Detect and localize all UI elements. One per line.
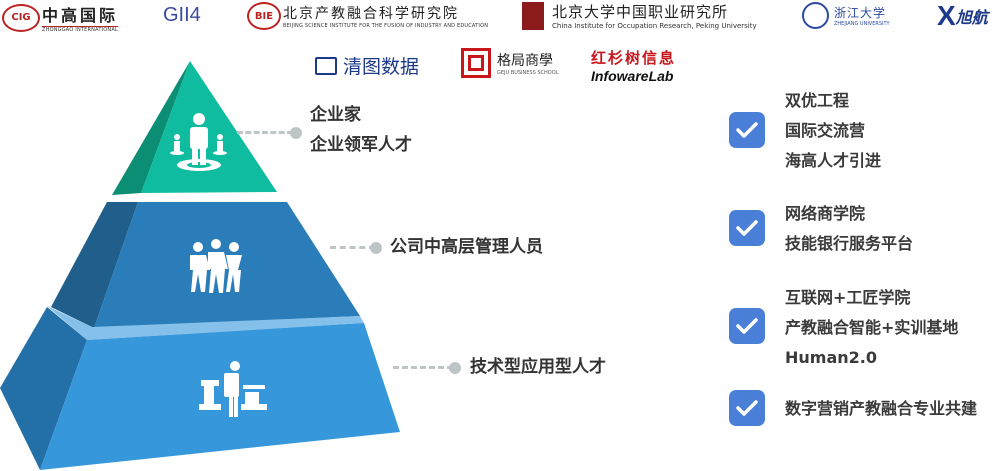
tier-label-line: 企业领军人才 — [310, 135, 412, 155]
qingtu-name: 清图数据 — [343, 56, 420, 78]
checklist-item: 互联网+工匠学院 产教融合智能+实训基地 Human2.0 — [785, 283, 958, 373]
logo-xuhang: X 旭航 — [937, 0, 988, 32]
connector-dot-bottom — [449, 362, 461, 374]
connector-dot-top — [290, 127, 302, 139]
bie-mark: BIE — [247, 2, 281, 30]
geju-sub: GEJU BUSINESS SCHOOL — [497, 70, 559, 76]
check-icon — [729, 308, 765, 344]
cig-name: 中高国际 — [42, 6, 119, 25]
xuhang-mark: X — [937, 0, 956, 31]
checklist-line: 网络商学院 — [785, 204, 866, 223]
tier-label-middle: 公司中高层管理人员 — [390, 232, 543, 262]
geju-mark — [461, 48, 491, 78]
pyramid — [0, 61, 400, 470]
logo-qingtu: 清图数据 — [315, 52, 419, 79]
pyramid-tier-bottom — [0, 307, 400, 470]
connector-middle — [330, 246, 375, 249]
checklist-line: 海高人才引进 — [785, 151, 882, 170]
checklist-line: 双优工程 — [785, 91, 850, 110]
checklist-line: Human2.0 — [785, 348, 877, 367]
logo-cig: CIG 中高国际 ZHONGGAO INTERNATIONAL — [2, 2, 119, 33]
tier-label-line: 公司中高层管理人员 — [390, 237, 543, 257]
infoware-name: 红杉树信息 — [591, 49, 677, 67]
logo-zju: 浙江大学 ZHEJIANG UNIVERSITY — [802, 2, 890, 29]
cig-sub: ZHONGGAO INTERNATIONAL — [42, 26, 119, 33]
leader-icon — [170, 113, 227, 171]
checklist-item: 数字营销产教融合专业共建 — [785, 394, 977, 424]
tier-label-bottom: 技术型应用型人才 — [470, 352, 606, 382]
technician-icon — [199, 361, 267, 417]
connector-dot-middle — [370, 242, 382, 254]
logo-gii4: GII4 — [163, 4, 201, 26]
logo-infoware: 红杉树信息 InfowareLab — [591, 47, 676, 84]
checklist-line: 技能银行服务平台 — [785, 234, 914, 253]
pyramid-band — [47, 306, 364, 340]
zju-sub: ZHEJIANG UNIVERSITY — [834, 21, 890, 27]
checklist-line: 数字营销产教融合专业共建 — [785, 399, 978, 418]
tier-label-line: 技术型应用型人才 — [470, 357, 606, 377]
tier-label-top: 企业家 企业领军人才 — [310, 100, 412, 160]
pku-sub: China Institute for Occupation Research,… — [552, 22, 757, 30]
checklist-item: 网络商学院 技能银行服务平台 — [785, 199, 913, 259]
geju-name: 格局商學 — [497, 53, 553, 69]
zju-emblem — [802, 2, 829, 29]
xuhang-name: 旭航 — [955, 8, 988, 27]
check-icon — [729, 390, 765, 426]
logo-bie: BIE 北京产教融合科学研究院 BEIJING SCIENCE INSTITUT… — [247, 2, 488, 30]
bie-sub: BEIJING SCIENCE INSTITUTE FOR THE FUSION… — [283, 23, 489, 29]
checklist-item: 双优工程 国际交流营 海高人才引进 — [785, 86, 881, 176]
checklist-line: 互联网+工匠学院 — [785, 288, 911, 307]
check-icon — [729, 112, 765, 148]
check-icon — [729, 210, 765, 246]
bie-name: 北京产教融合科学研究院 — [283, 6, 459, 22]
zju-name: 浙江大学 — [834, 6, 887, 20]
checklist-line: 产教融合智能+实训基地 — [785, 318, 959, 337]
infoware-sub: InfowareLab — [591, 68, 674, 84]
logo-pku: 北京大学中国职业研究所 China Institute for Occupati… — [522, 1, 757, 30]
pku-name: 北京大学中国职业研究所 — [552, 3, 729, 21]
qingtu-icon — [315, 56, 337, 75]
connector-top — [237, 131, 293, 134]
checklist-line: 国际交流营 — [785, 121, 866, 140]
team-icon — [190, 239, 242, 293]
connector-bottom — [393, 366, 453, 369]
pku-seal — [522, 1, 544, 30]
tier-label-line: 企业家 — [310, 105, 361, 125]
cig-mark: CIG — [2, 3, 40, 32]
pyramid-tier-top — [112, 61, 277, 195]
logo-geju: 格局商學 GEJU BUSINESS SCHOOL — [461, 48, 558, 78]
